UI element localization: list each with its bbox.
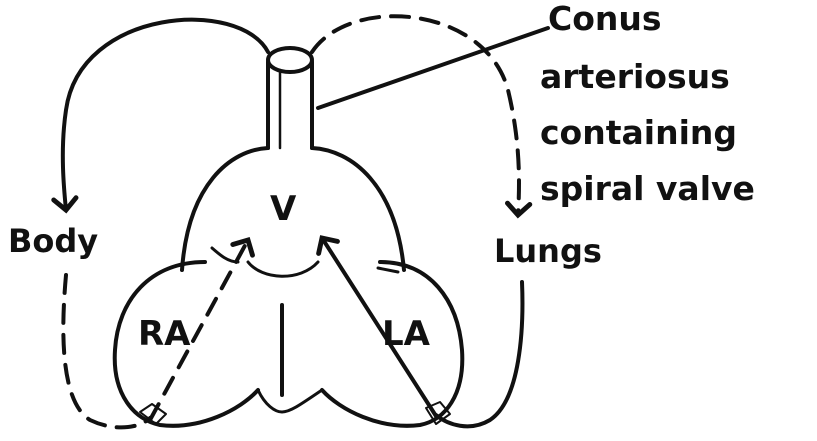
arrow-body-to-right-atrium (63, 275, 150, 427)
heart-outline (115, 48, 463, 426)
ventricle-label: V (270, 189, 297, 229)
conus-label-line3: containing (540, 113, 737, 152)
lungs-label: Lungs (494, 232, 602, 270)
body-label: Body (8, 222, 98, 260)
conus-label-line4: spiral valve (540, 169, 755, 208)
right-atrium-label: RA (138, 314, 191, 354)
conus-label-line1: Conus (548, 0, 662, 38)
conus-label-line2: arteriosus (540, 57, 730, 96)
arrow-conus-to-lungs (312, 16, 519, 215)
conus-pointer-line (318, 28, 548, 108)
arrow-conus-to-body (63, 20, 268, 210)
left-atrium-label: LA (382, 314, 431, 354)
